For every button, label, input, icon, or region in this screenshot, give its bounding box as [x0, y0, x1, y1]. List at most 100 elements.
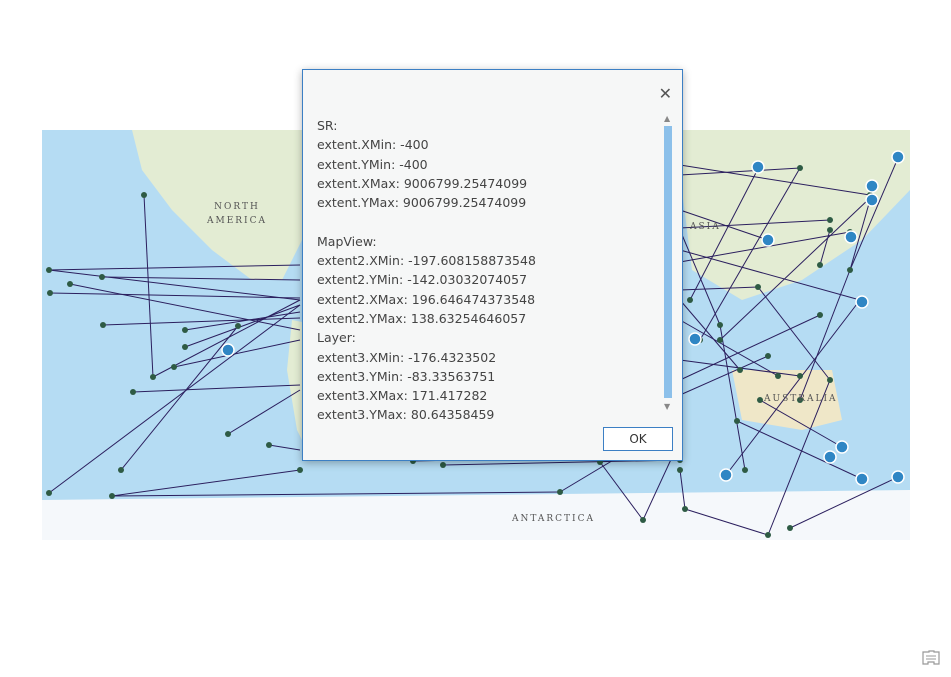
- map-point[interactable]: [734, 418, 740, 424]
- map-point[interactable]: [827, 377, 833, 383]
- cluster-point[interactable]: [855, 472, 869, 486]
- scrollbar-thumb[interactable]: [664, 126, 672, 398]
- dialog-line: extent3.XMax: 171.417282: [317, 388, 488, 404]
- map-point[interactable]: [765, 532, 771, 538]
- route-line: [679, 355, 769, 396]
- map-point[interactable]: [717, 337, 723, 343]
- map-point[interactable]: [682, 506, 688, 512]
- route-line: [799, 269, 851, 401]
- route-line: [679, 167, 801, 176]
- route-line: [719, 197, 871, 341]
- map-point[interactable]: [717, 322, 723, 328]
- map-point[interactable]: [742, 467, 748, 473]
- route-line: [684, 508, 769, 536]
- map-point[interactable]: [46, 490, 52, 496]
- map-point[interactable]: [100, 322, 106, 328]
- map-point[interactable]: [225, 431, 231, 437]
- map-point[interactable]: [99, 274, 105, 280]
- cluster-point[interactable]: [688, 332, 702, 346]
- cluster-point[interactable]: [865, 193, 879, 207]
- map-point[interactable]: [847, 267, 853, 273]
- map-point[interactable]: [797, 165, 803, 171]
- route-line: [102, 317, 301, 326]
- dialog-line: extent3.XMin: -176.4323502: [317, 349, 497, 365]
- route-line: [111, 469, 301, 497]
- map-point[interactable]: [687, 297, 693, 303]
- map-point[interactable]: [787, 525, 793, 531]
- cluster-point[interactable]: [891, 150, 905, 164]
- map-point[interactable]: [171, 364, 177, 370]
- map-point[interactable]: [827, 217, 833, 223]
- scrollbar[interactable]: ▲ ▼: [663, 114, 673, 414]
- map-point[interactable]: [235, 323, 241, 329]
- route-line: [679, 469, 686, 510]
- map-point[interactable]: [640, 517, 646, 523]
- map-point[interactable]: [757, 397, 763, 403]
- cluster-point[interactable]: [761, 233, 775, 247]
- map-point[interactable]: [46, 267, 52, 273]
- route-line: [679, 231, 851, 263]
- cluster-point[interactable]: [823, 450, 837, 464]
- map-point[interactable]: [440, 462, 446, 468]
- dialog-line: extent2.YMax: 138.63254646057: [317, 310, 527, 326]
- map-point[interactable]: [141, 192, 147, 198]
- map-point[interactable]: [775, 373, 781, 379]
- ok-button[interactable]: OK: [603, 427, 673, 451]
- map-point[interactable]: [557, 489, 563, 495]
- map-point[interactable]: [150, 374, 156, 380]
- map-point[interactable]: [797, 397, 803, 403]
- land-asia: [672, 130, 910, 300]
- land-north-america: [132, 130, 342, 280]
- map-point[interactable]: [737, 367, 743, 373]
- route-line: [767, 379, 831, 536]
- route-line: [48, 269, 301, 301]
- route-line: [132, 384, 301, 393]
- map-point[interactable]: [827, 227, 833, 233]
- cluster-point[interactable]: [751, 160, 765, 174]
- cluster-point[interactable]: [221, 343, 235, 357]
- route-line: [48, 304, 301, 494]
- map-point[interactable]: [182, 327, 188, 333]
- map-point[interactable]: [182, 344, 188, 350]
- cluster-point[interactable]: [835, 440, 849, 454]
- scroll-down-icon[interactable]: ▼: [664, 402, 671, 411]
- map-point[interactable]: [130, 389, 136, 395]
- map-point[interactable]: [677, 467, 683, 473]
- route-line: [679, 249, 861, 301]
- dialog-line: extent.XMax: 9006799.25474099: [317, 175, 528, 191]
- route-line: [699, 167, 801, 341]
- map-point[interactable]: [797, 373, 803, 379]
- route-line: [736, 420, 863, 480]
- label-asia: ASIA: [690, 222, 721, 232]
- map-point[interactable]: [755, 284, 761, 290]
- map-point[interactable]: [67, 281, 73, 287]
- land-australia: [732, 370, 842, 430]
- map-point[interactable]: [266, 442, 272, 448]
- route-line: [725, 299, 861, 476]
- route-line: [679, 219, 831, 229]
- map-point[interactable]: [817, 312, 823, 318]
- map-point[interactable]: [765, 353, 771, 359]
- folder-icon[interactable]: [922, 650, 940, 666]
- map-point[interactable]: [297, 467, 303, 473]
- map-point[interactable]: [109, 493, 115, 499]
- dialog-line: extent.YMax: 9006799.25474099: [317, 195, 527, 211]
- route-line: [49, 292, 301, 299]
- route-line: [599, 461, 644, 521]
- route-line: [679, 209, 769, 241]
- map-point[interactable]: [817, 262, 823, 268]
- close-icon[interactable]: ✕: [658, 84, 672, 103]
- cluster-point[interactable]: [865, 179, 879, 193]
- map-point[interactable]: [118, 467, 124, 473]
- map-point[interactable]: [47, 290, 53, 296]
- land-antarctica: [42, 490, 910, 540]
- cluster-point[interactable]: [719, 468, 733, 482]
- dialog-line: Layer:: [317, 330, 356, 346]
- cluster-point[interactable]: [891, 470, 905, 484]
- dialog-line: extent2.XMax: 196.646474373548: [317, 291, 536, 307]
- scroll-up-icon[interactable]: ▲: [664, 114, 671, 123]
- cluster-point[interactable]: [855, 295, 869, 309]
- cluster-point[interactable]: [844, 230, 858, 244]
